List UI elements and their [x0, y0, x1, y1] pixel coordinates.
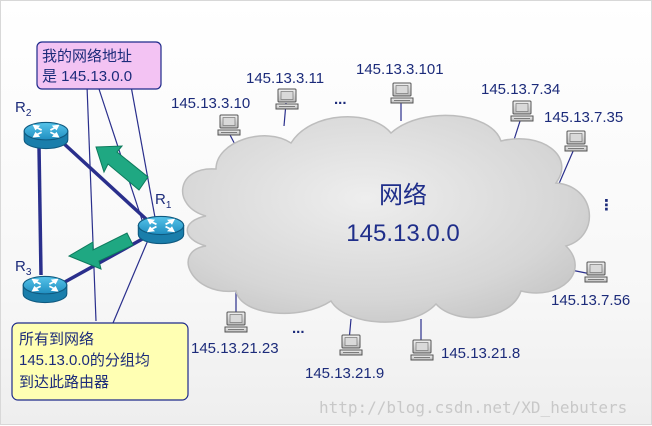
callout-network-address: 我的网络地址 是 145.13.0.0	[36, 41, 162, 90]
host-145-13-7-56-icon[interactable]	[584, 261, 608, 283]
callout-all-packets: 所有到网络 145.13.0.0的分组均 到达此路由器	[11, 322, 189, 401]
network-name: 网络	[379, 182, 427, 209]
router-r2-label: R2	[15, 99, 32, 119]
arrow-toward-r2	[95, 145, 149, 191]
callout-top-line2: 是 145.13.0.0	[42, 68, 132, 85]
link-r2-r3	[37, 145, 43, 276]
routing-arrows	[67, 145, 149, 270]
host-145-13-3-10-icon[interactable]	[217, 114, 241, 136]
host-label-21-23: 145.13.21.23	[191, 340, 279, 357]
router-r2-icon[interactable]	[23, 121, 69, 150]
callout-pointer-lines	[86, 85, 157, 324]
host-label-3-10: 145.13.3.10	[171, 95, 250, 112]
host-145-13-7-35-icon[interactable]	[564, 130, 588, 152]
host-145-13-21-9-icon[interactable]	[339, 334, 363, 356]
arrow-toward-r3	[67, 232, 134, 270]
router-r1-icon[interactable]	[137, 215, 185, 245]
callout-bottom-line2: 145.13.0.0的分组均	[19, 352, 150, 369]
host-label-3-101: 145.13.3.101	[356, 61, 444, 78]
host-145-13-3-11-icon[interactable]	[275, 88, 299, 110]
host-145-13-3-101-icon[interactable]	[390, 82, 414, 104]
host-label-7-34: 145.13.7.34	[481, 81, 560, 98]
ellipsis-top: ...	[334, 91, 347, 108]
ellipsis-right: ⋮	[599, 197, 614, 214]
host-label-21-8: 145.13.21.8	[441, 345, 520, 362]
router-r3-label: R3	[15, 258, 32, 278]
callout-top-line1: 我的网络地址	[42, 48, 132, 65]
host-label-7-35: 145.13.7.35	[544, 109, 623, 126]
network-cloud	[181, 114, 591, 323]
callout-bottom-line3: 到达此路由器	[19, 374, 109, 391]
router-r1-label: R1	[155, 191, 172, 211]
network-address: 145.13.0.0	[346, 220, 459, 247]
host-145-13-7-34-icon[interactable]	[510, 100, 534, 122]
host-label-21-9: 145.13.21.9	[305, 365, 384, 382]
router-r3-icon[interactable]	[22, 275, 68, 304]
host-label-3-11: 145.13.3.11	[246, 70, 324, 87]
callout-bottom-line1: 所有到网络	[19, 331, 94, 348]
host-label-7-56: 145.13.7.56	[551, 292, 630, 309]
link-r2-r1	[59, 139, 148, 221]
host-145-13-21-8-icon[interactable]	[410, 339, 434, 361]
watermark: http://blog.csdn.net/XD_hebuters	[319, 398, 627, 417]
ellipsis-bottom: ...	[292, 320, 305, 337]
host-145-13-21-23-icon[interactable]	[224, 311, 248, 333]
